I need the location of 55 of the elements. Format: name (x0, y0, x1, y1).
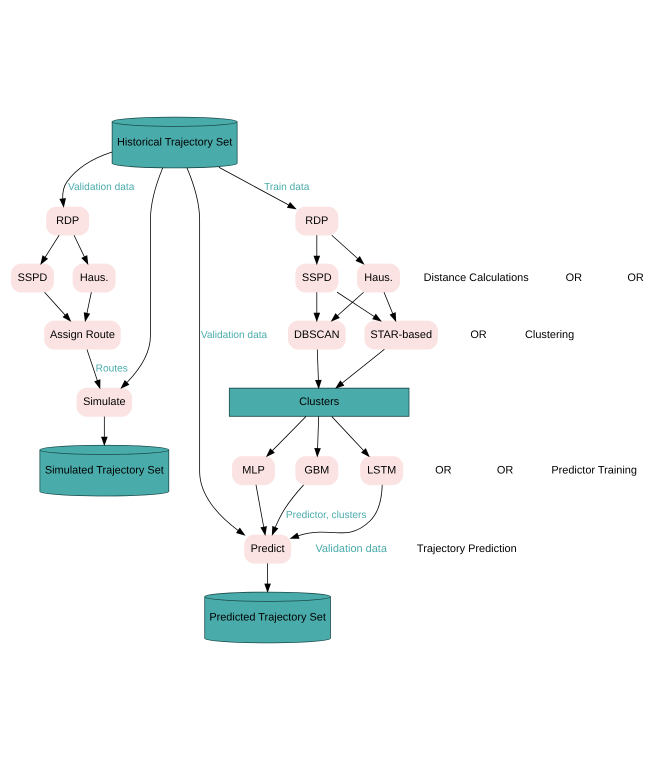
arrow (86, 349, 100, 390)
arrow (218, 166, 297, 210)
arrow (315, 349, 322, 390)
arrow (330, 292, 364, 322)
edge-label: Train data (264, 182, 310, 194)
node-box: RDP (46, 206, 90, 236)
arrow (44, 292, 72, 322)
edge-label: Routes (96, 363, 128, 374)
node-box: LSTM (360, 456, 404, 486)
node-box: DBSCAN (288, 320, 346, 350)
arrow (40, 234, 60, 265)
label: OR (627, 272, 644, 284)
label: Distance Calculations (424, 272, 529, 284)
arrow (331, 234, 365, 265)
node-box: SSPD (10, 264, 54, 292)
node-box: Assign Route (44, 320, 121, 350)
node-box: RDP (295, 206, 338, 236)
arrow (74, 234, 88, 266)
label: Predictor Training (551, 464, 637, 477)
node-box: Simulate (76, 388, 132, 417)
node-box: Clusters (228, 388, 410, 417)
arrow (266, 416, 306, 458)
label: OR (435, 464, 452, 477)
node-box: MLP (232, 456, 276, 486)
label: Validation data (315, 543, 387, 556)
label: OR (566, 272, 582, 284)
label: OR (496, 464, 514, 477)
edge-label: Predictor, clusters (286, 510, 366, 522)
arrow (384, 292, 396, 322)
arrow (272, 484, 304, 536)
arrow (256, 484, 267, 536)
node-box: GBM (295, 456, 338, 486)
arrow (314, 234, 320, 266)
node-box: Haus. (357, 264, 400, 292)
arrow (264, 563, 271, 594)
arrow (336, 292, 382, 322)
arrow (101, 416, 108, 446)
edge-label: Validation data (68, 182, 134, 194)
arrow (290, 484, 383, 539)
arrow (59, 152, 112, 208)
node-box: SSPD (295, 264, 338, 292)
arrow (314, 416, 321, 458)
label: OR (470, 328, 487, 341)
node-box: Haus. (72, 264, 116, 292)
arrow (120, 168, 164, 389)
label: Trajectory Prediction (416, 543, 517, 556)
arrow (331, 416, 370, 458)
edge-label: Validation data (200, 330, 268, 341)
arrow (186, 168, 246, 536)
label: Clustering (525, 328, 574, 341)
node-box: STAR-based (364, 320, 438, 350)
arrow (335, 348, 385, 389)
arrow (84, 292, 92, 322)
arrow (314, 292, 320, 322)
node-box: Predict (244, 534, 292, 564)
